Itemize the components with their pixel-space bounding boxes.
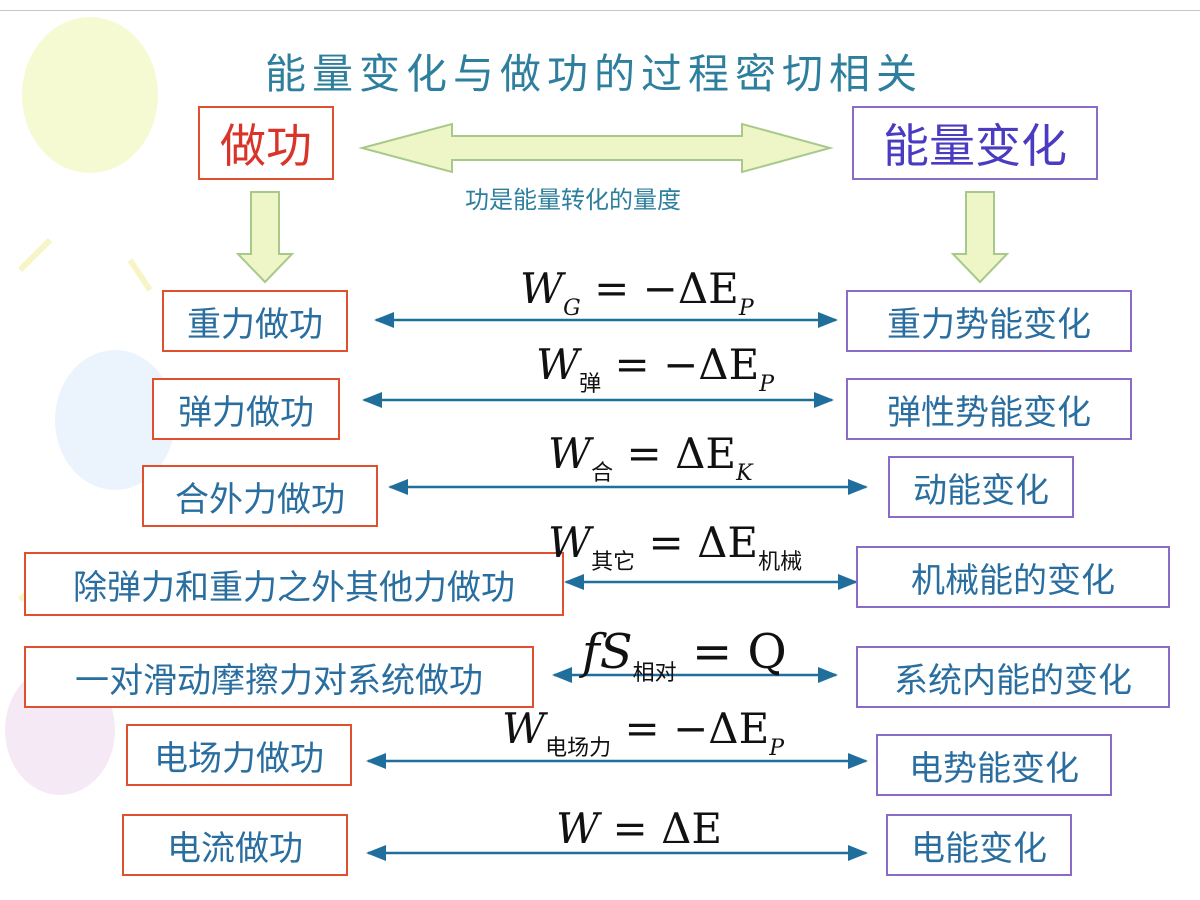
formula-subscript: G (563, 296, 581, 321)
row1-formula: WG = −ΔEP (520, 268, 754, 320)
row3-left-box: 合外力做功 (142, 465, 378, 527)
row6-left-box: 电场力做功 (126, 724, 352, 786)
formula-subscript: 电场力 (545, 736, 612, 761)
formula-rhs: = −ΔE (624, 704, 770, 753)
fat-down-arrow-icon (235, 191, 295, 284)
work-box: 做功 (198, 106, 334, 180)
row5-right-box: 系统内能的变化 (856, 646, 1170, 708)
formula-subscript: 相对 (632, 661, 677, 686)
formula-rhs-subscript: K (736, 461, 753, 486)
formula-symbol: W (536, 340, 580, 389)
row1-left-box: 重力做功 (162, 290, 348, 352)
formula-rhs-subscript: P (769, 736, 785, 761)
formula-rhs-subscript: P (759, 372, 775, 397)
row5-formula: fS相对 = Q (582, 628, 787, 685)
caption-work-measure: 功是能量转化的量度 (465, 186, 681, 214)
formula-rhs: = ΔE (648, 518, 759, 567)
formula-subscript: 其它 (591, 550, 636, 575)
row4-left-box: 除弹力和重力之外其他力做功 (24, 552, 564, 616)
page-title: 能量变化与做功的过程密切相关 (265, 50, 923, 98)
formula-symbol: W (548, 518, 592, 567)
formula-rhs-subscript: 机械 (758, 550, 803, 575)
row3-right-box: 动能变化 (888, 456, 1074, 518)
formula-symbol: W (548, 429, 592, 478)
row7-left-box: 电流做功 (122, 814, 348, 876)
formula-rhs: = ΔE (626, 429, 737, 478)
formula-symbol: W (502, 704, 546, 753)
row1-right-box: 重力势能变化 (846, 290, 1132, 352)
row6-formula: W电场力 = −ΔEP (502, 708, 784, 760)
row3-formula: W合 = ΔEK (548, 433, 753, 485)
formula-rhs: = Q (691, 624, 787, 680)
formula-symbol: W (556, 804, 600, 853)
formula-subscript: 弹 (579, 372, 602, 397)
formula-rhs-subscript: P (738, 296, 754, 321)
formula-rhs: = −ΔE (594, 264, 739, 313)
formula-symbol: W (520, 264, 564, 313)
formula-subscript: 合 (591, 461, 614, 486)
fat-double-arrow-icon (358, 122, 834, 174)
row6-right-box: 电势能变化 (876, 734, 1112, 796)
row5-left-box: 一对滑动摩擦力对系统做功 (24, 646, 534, 708)
formula-symbol: fS (582, 624, 633, 680)
row2-left-box: 弹力做功 (152, 378, 340, 440)
energy-change-box: 能量变化 (852, 106, 1098, 180)
row4-right-box: 机械能的变化 (856, 546, 1170, 608)
top-divider (0, 10, 1200, 11)
formula-rhs: = −ΔE (614, 340, 760, 389)
row2-formula: W弹 = −ΔEP (536, 344, 774, 396)
row7-right-box: 电能变化 (886, 814, 1072, 876)
formula-rhs: = ΔE (612, 804, 723, 853)
row2-right-box: 弹性势能变化 (846, 378, 1132, 440)
row4-formula: W其它 = ΔE机械 (548, 522, 802, 574)
row7-formula: W = ΔE (556, 808, 722, 850)
fat-down-arrow-icon (950, 191, 1010, 284)
